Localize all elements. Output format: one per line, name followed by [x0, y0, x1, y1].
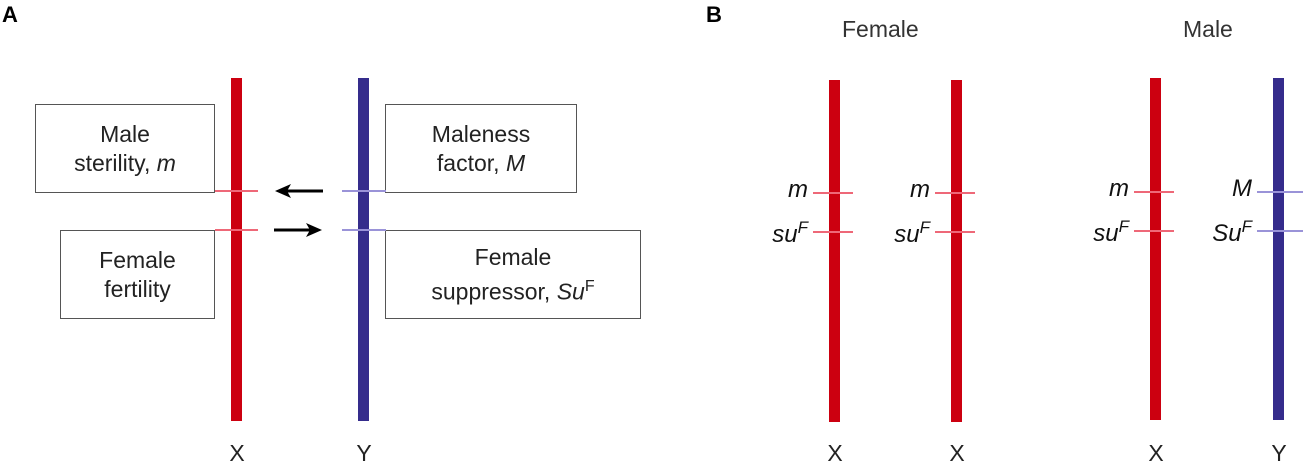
gene-superscript-F: F [584, 277, 595, 295]
female-x2-gene-m: m [860, 176, 930, 204]
male-x-gene-suf: suF [1059, 217, 1129, 248]
gene-superscript: F [1241, 217, 1252, 236]
female-x1-tick-suf [813, 231, 853, 233]
female-x1-gene-suf: suF [738, 218, 808, 249]
male-y-tick-M [1257, 191, 1303, 193]
female-fertility-box: Female fertility [60, 230, 215, 319]
female-suppressor-line1: Female [474, 243, 552, 270]
male-y-label: Y [1271, 440, 1287, 466]
female-group-title: Female [842, 16, 919, 42]
female-x2-label: X [949, 440, 965, 466]
maleness-factor-text: factor, [436, 149, 506, 176]
male-group-title: Male [1183, 16, 1233, 42]
male-sterility-line1: Male [100, 120, 150, 147]
gene-superscript: F [1118, 217, 1129, 236]
female-x2-tick-m [935, 192, 975, 194]
male-sterility-line2: sterility, m [74, 149, 176, 178]
x-locus-tick-m [215, 190, 258, 192]
gene-label: m [1109, 175, 1129, 202]
male-y-gene-M: M [1182, 175, 1252, 203]
x-chromosome-label: X [229, 440, 245, 466]
gene-label: su [1093, 220, 1119, 247]
x-chromosome-a [231, 78, 242, 421]
gene-label: Su [1212, 220, 1242, 247]
y-locus-tick-M [342, 190, 386, 192]
gene-label: m [910, 176, 930, 203]
gene-superscript: F [797, 218, 808, 237]
female-suppressor-text: suppressor, [431, 278, 557, 305]
female-x-chromosome-1 [829, 80, 840, 422]
y-locus-tick-SuF [342, 229, 386, 231]
panel-label-b: B [706, 2, 722, 27]
female-suppressor-box: Female suppressor, SuF [385, 230, 641, 319]
female-x1-tick-m [813, 192, 853, 194]
arrow-right-icon [274, 223, 322, 237]
maleness-factor-line2: factor, M [437, 149, 525, 178]
female-x1-gene-m: m [738, 176, 808, 204]
male-x-label: X [1148, 440, 1164, 466]
y-chromosome-label: Y [356, 440, 372, 466]
female-fertility-line2: fertility [104, 275, 171, 302]
gene-symbol-M: M [505, 149, 526, 176]
arrow-left-icon [275, 184, 323, 198]
gene-label: su [772, 221, 798, 248]
male-y-gene-SuF: SuF [1182, 217, 1252, 248]
gene-label: m [788, 176, 808, 203]
panel-label-a: A [2, 2, 18, 27]
gene-label: su [894, 221, 920, 248]
male-sterility-text: sterility, [74, 149, 157, 176]
x-locus-tick-suf [215, 229, 258, 231]
female-fertility-line1: Female [99, 246, 176, 273]
maleness-factor-box: Maleness factor, M [385, 104, 577, 193]
male-x-gene-m: m [1059, 175, 1129, 203]
female-suppressor-line2: suppressor, SuF [431, 272, 594, 307]
gene-symbol-Su: Su [556, 278, 585, 305]
y-chromosome-a [358, 78, 369, 421]
female-x2-gene-suf: suF [860, 218, 930, 249]
male-sterility-box: Male sterility, m [35, 104, 215, 193]
female-x2-tick-suf [935, 231, 975, 233]
gene-symbol-m: m [156, 149, 176, 176]
male-y-chromosome [1273, 78, 1284, 420]
male-x-chromosome [1150, 78, 1161, 420]
male-x-tick-m [1134, 191, 1174, 193]
gene-label: M [1232, 175, 1252, 202]
male-x-tick-suf [1134, 230, 1174, 232]
female-x-chromosome-2 [951, 80, 962, 422]
gene-superscript: F [919, 218, 930, 237]
female-x1-label: X [827, 440, 843, 466]
maleness-factor-line1: Maleness [431, 120, 531, 147]
male-y-tick-SuF [1257, 230, 1303, 232]
